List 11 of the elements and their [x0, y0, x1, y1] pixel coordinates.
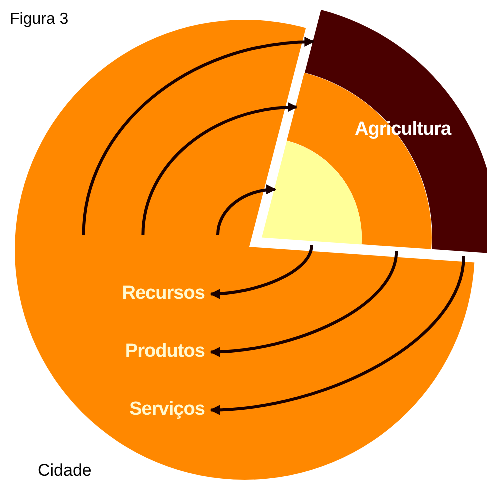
curved-arrow [142, 102, 298, 236]
flow-label: Produtos [125, 340, 205, 364]
city-label: Cidade [38, 460, 92, 482]
flow-label: Recursos [122, 282, 205, 306]
curved-arrow [210, 251, 398, 357]
flow-label: Serviços [130, 398, 205, 422]
curved-arrow [210, 245, 314, 299]
figure-title: Figura 3 [10, 10, 69, 30]
curved-arrow [216, 185, 277, 236]
curved-arrow [82, 37, 315, 236]
curved-arrow [210, 256, 466, 415]
